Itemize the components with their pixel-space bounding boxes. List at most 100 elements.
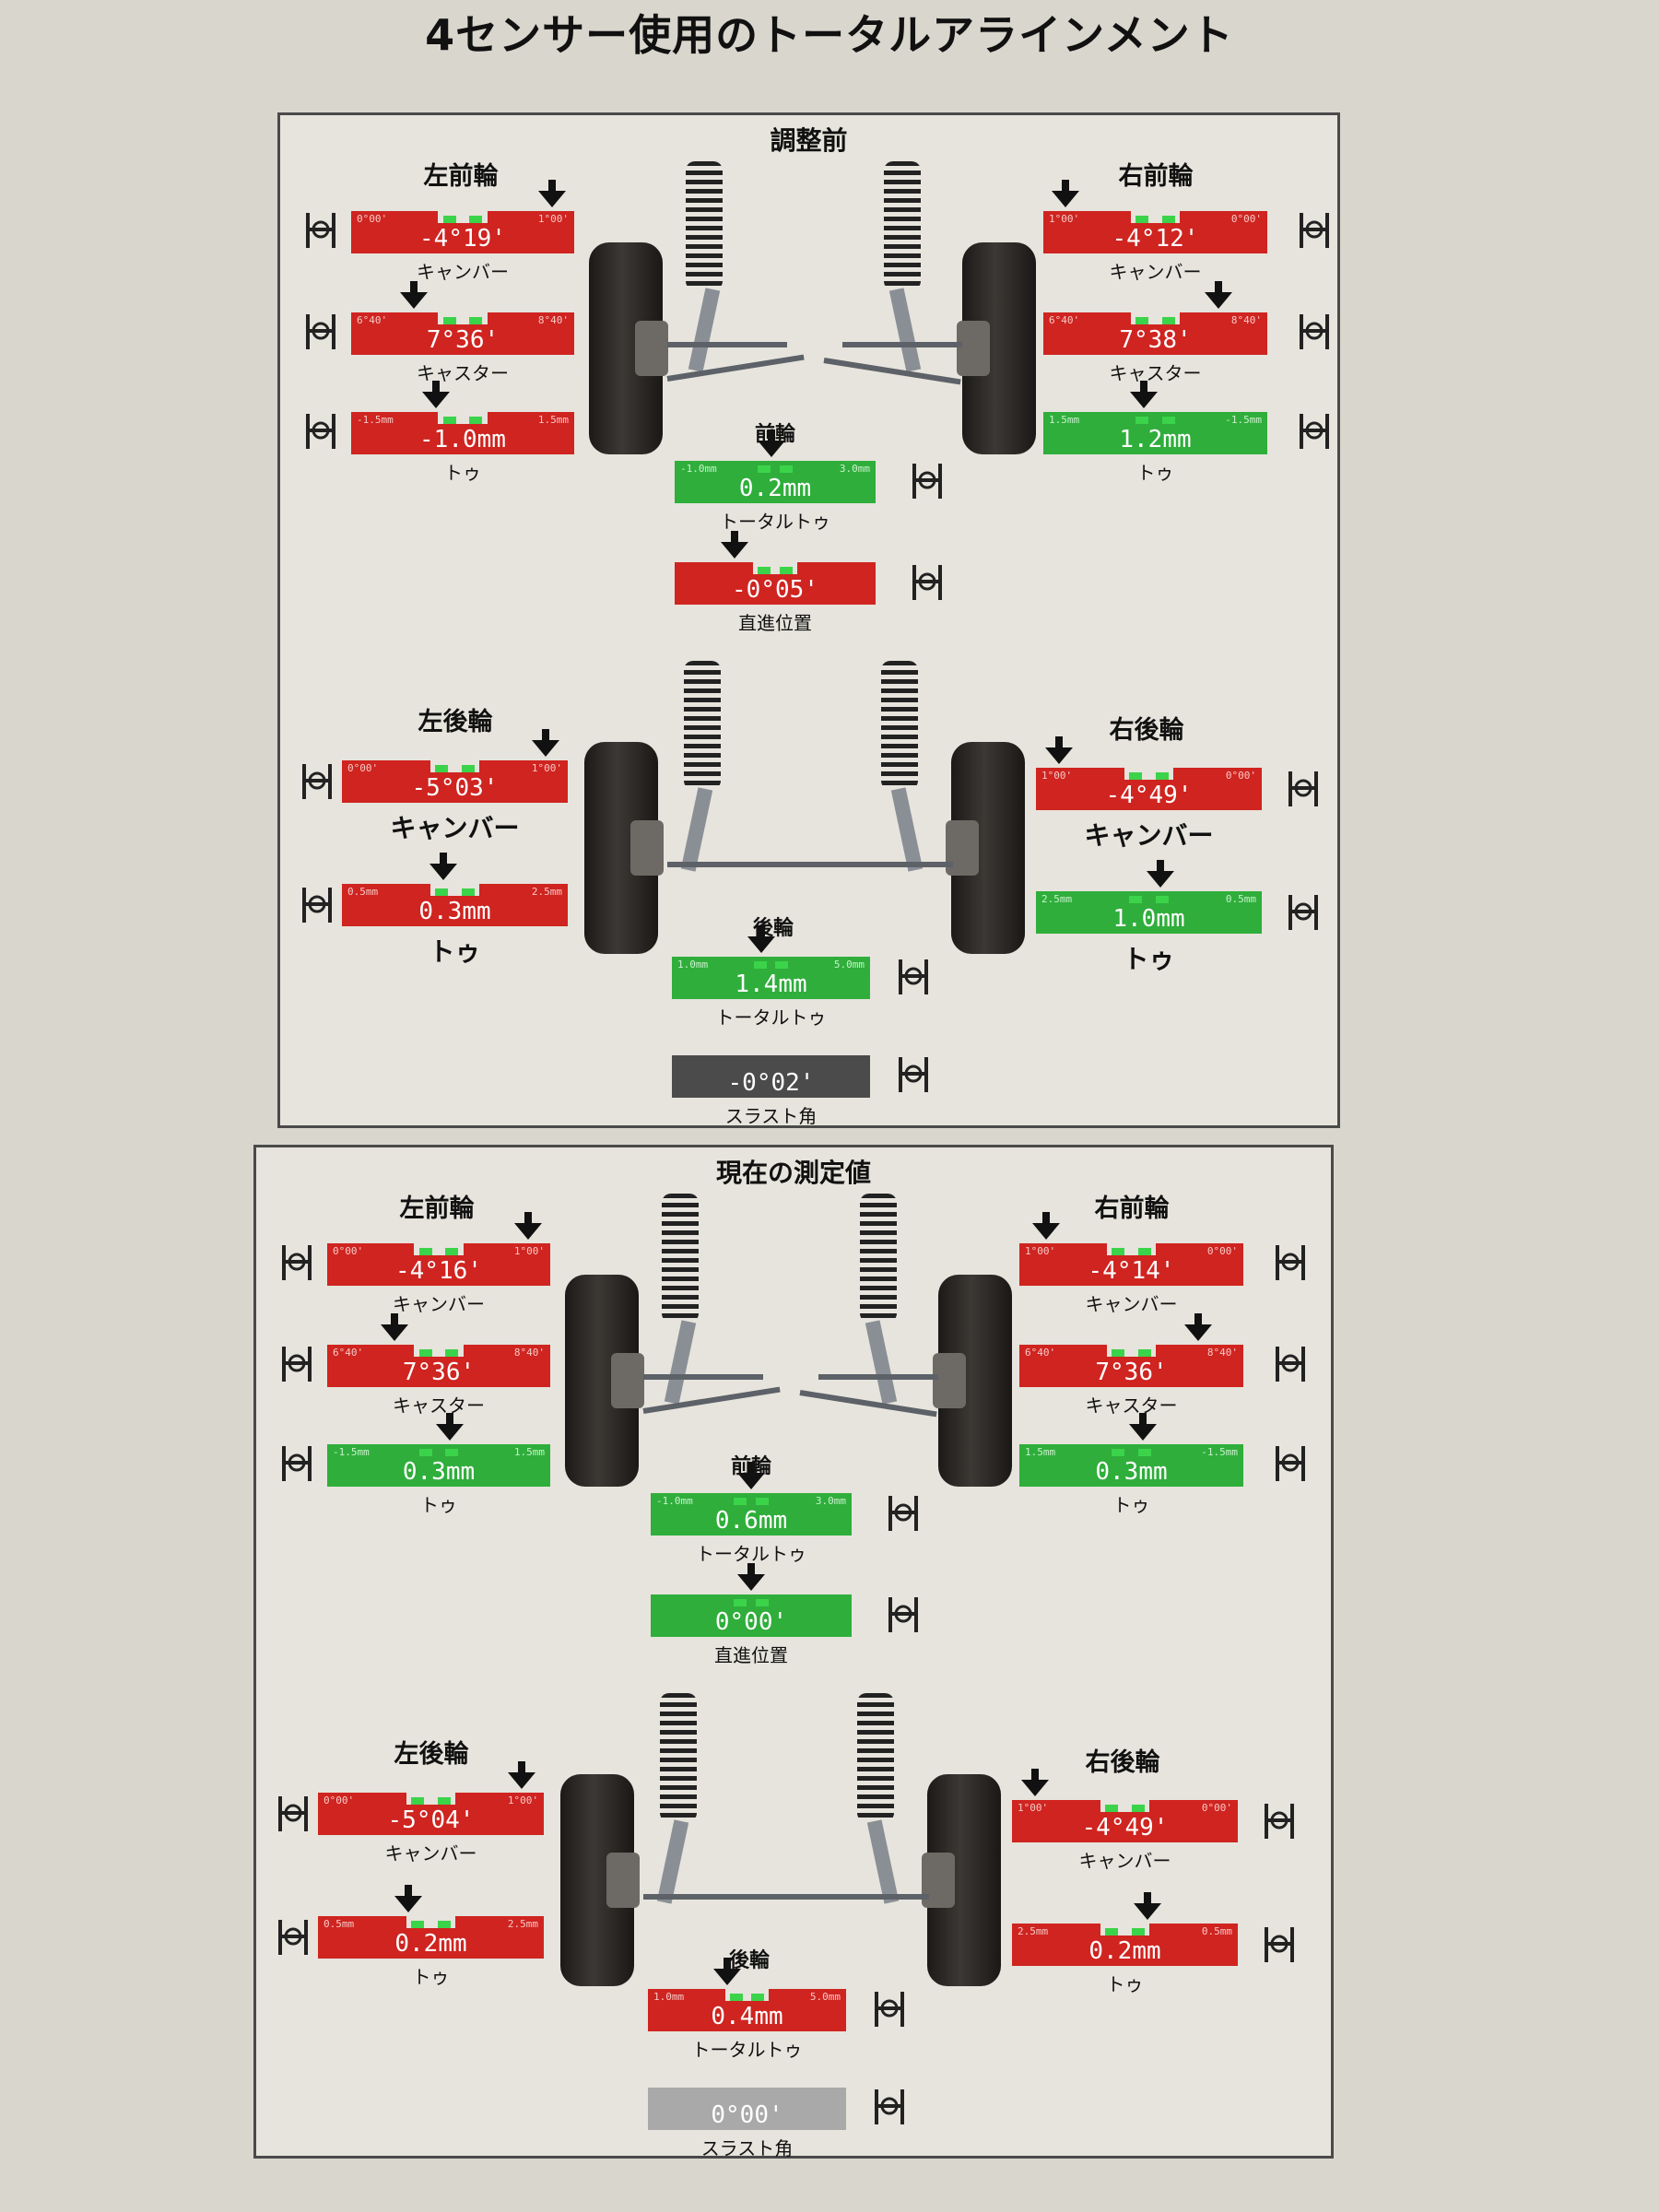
front-left-label: 左前輪 [399, 1194, 475, 1223]
front-left-camber-value: -4°16' [395, 1257, 482, 1285]
target-tick-right [438, 1921, 452, 1928]
front-right-caster-range-max: 8°40' [1230, 314, 1262, 326]
front-right-toe-label: トゥ [1136, 462, 1174, 484]
target-tick-left [1135, 417, 1149, 424]
front-right-label: 右前輪 [1094, 1194, 1170, 1223]
target-tick-left [1128, 772, 1142, 780]
page-title: 4センサー使用のトータルアラインメント [425, 10, 1234, 60]
target-tick-right [1137, 1449, 1151, 1456]
target-tick-left [733, 1498, 747, 1505]
front-left-camber-gauge: 0°00'1°00'-4°19'キャンバー [351, 180, 574, 283]
thrust-angle-gauge-bar [672, 1055, 870, 1098]
front-left-caster-range-min: 6°40' [357, 314, 388, 326]
straight-ahead-target-zone [753, 562, 797, 574]
front-right-label: 右前輪 [1118, 162, 1194, 191]
hub [606, 1853, 640, 1908]
front-right-strut-body [888, 288, 922, 372]
target-tick-right [445, 1449, 459, 1456]
thrust-angle-icon [893, 1052, 934, 1098]
front-right-caster-icon [1270, 1341, 1311, 1387]
hub [611, 1353, 644, 1408]
panel-current-measurement: 現在の測定値左前輪 右前輪 0°00' 1°00' -4°16' キャンバー 1°00' 0°… [253, 1145, 1334, 2159]
front-right-toe-range-min: 1.5mm [1049, 414, 1080, 426]
front-left-toe-range-max: 1.5mm [537, 414, 569, 426]
front-right-toe-range-max: -1.5mm [1201, 1446, 1238, 1458]
front-left-strut [662, 1194, 699, 1323]
target-tick-left [410, 1797, 424, 1805]
rear-left-toe-label: トゥ [412, 1966, 450, 1988]
front-right-strut [884, 161, 921, 290]
front-right-toe-value: 0.3mm [1095, 1458, 1168, 1486]
front-left-caster-gauge: 6°40'8°40'7°36'キャスター [351, 281, 574, 384]
front-left-toe-label: トゥ [420, 1494, 457, 1516]
front-left-camber-range-min: 0°00' [357, 213, 388, 225]
rear-left-toe-label: トゥ [429, 936, 481, 967]
rear-left-camber-range-min: 0°00' [324, 1794, 355, 1806]
target-tick-right [469, 317, 483, 324]
rear-right-strut-body [866, 1819, 900, 1904]
front-right-toe-icon [1270, 1441, 1311, 1487]
front-total-toe-gauge-bar [675, 461, 876, 503]
target-tick-left [757, 567, 771, 574]
front-left-caster-value: 7°36' [426, 326, 500, 354]
target-tick-right [1132, 1928, 1146, 1936]
straight-ahead-gauge-bar [651, 1594, 852, 1637]
target-tick-right [775, 961, 789, 969]
rear-total-toe-value: 0.4mm [711, 2003, 783, 2030]
straight-ahead-gauge: 0°00'直進位置 [651, 1563, 852, 1666]
front-right-toe-range-min: 1.5mm [1025, 1446, 1056, 1458]
rear-left-camber-target-zone [429, 760, 480, 772]
front-left-camber-target-zone [414, 1243, 464, 1255]
front-left-toe-value: -1.0mm [419, 426, 506, 453]
rear-left-label: 左後輪 [418, 708, 493, 736]
thrust-angle-label: スラスト角 [700, 2137, 794, 2159]
front-right-caster-range-min: 6°40' [1025, 1347, 1056, 1359]
rear-right-toe-label: トゥ [1123, 944, 1175, 974]
rear-total-toe-gauge-bar [672, 957, 870, 999]
front-total-toe-target-zone [729, 1493, 773, 1505]
hub [946, 820, 979, 876]
rear-left-camber-gauge: 0°00'1°00'-5°04'キャンバー [318, 1761, 544, 1865]
front-total-toe-range-max: 3.0mm [815, 1495, 846, 1507]
front-right-caster-label: キャスター [1085, 1394, 1178, 1417]
target-tick-left [729, 1994, 743, 2001]
rear-right-toe-gauge-bar [1036, 891, 1262, 934]
rear-total-toe-icon [869, 1986, 910, 2032]
front-right-camber-label: キャンバー [1085, 1293, 1178, 1315]
front-right-caster-gauge: 6°40'8°40'7°36'キャスター [1019, 1313, 1243, 1417]
hub [933, 1353, 966, 1408]
rear-rear-beam [643, 1894, 929, 1900]
front-right-arm [799, 1390, 937, 1418]
front-left-camber-icon [300, 207, 341, 253]
front-left-caster-range-min: 6°40' [333, 1347, 364, 1359]
front-right-caster-icon [1294, 309, 1335, 355]
rear-rear-beam [667, 862, 953, 867]
target-tick-right [462, 888, 476, 896]
rear-right-camber-range-min: 1°00' [1018, 1802, 1049, 1814]
target-tick-left [1112, 1248, 1125, 1255]
target-tick-left [418, 1349, 432, 1357]
front-total-toe-range-min: -1.0mm [656, 1495, 693, 1507]
rear-right-camber-label: キャンバー [1084, 820, 1214, 851]
rear-left-camber-range-max: 1°00' [507, 1794, 538, 1806]
rear-left-toe-range-min: 0.5mm [347, 886, 379, 898]
target-tick-right [1132, 1805, 1146, 1812]
front-total-toe-label: トータルトゥ [720, 511, 830, 533]
rear-left-wheel [584, 742, 664, 954]
front-left-camber-label: キャンバー [393, 1293, 485, 1315]
front-left-toe-range-max: 1.5mm [513, 1446, 545, 1458]
rear-right-camber-value: -4°49' [1081, 1814, 1169, 1841]
straight-ahead-icon [883, 1592, 924, 1638]
straight-ahead-value: 0°00' [714, 1608, 788, 1636]
front-right-camber-value: -4°14' [1088, 1257, 1175, 1285]
panel-heading: 現在の測定値 [715, 1158, 871, 1188]
rear-left-camber-icon [297, 759, 337, 805]
rear-right-label: 右後輪 [1085, 1748, 1160, 1777]
front-left-camber-target-zone [438, 211, 488, 223]
front-right-toe-range-max: -1.5mm [1225, 414, 1262, 426]
target-tick-left [1104, 1928, 1118, 1936]
front-left-toe-value: 0.3mm [402, 1458, 476, 1486]
